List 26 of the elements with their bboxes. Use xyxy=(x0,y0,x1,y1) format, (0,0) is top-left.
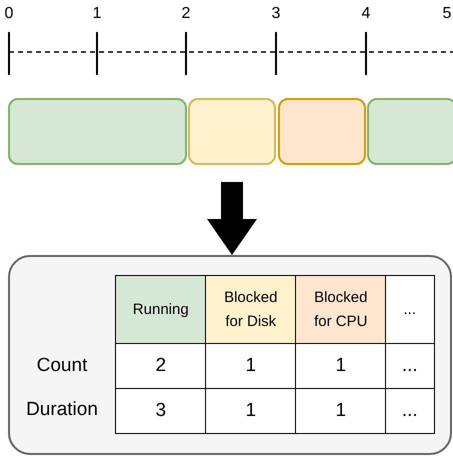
tick-label: 5 xyxy=(442,5,452,23)
state-bar xyxy=(278,98,366,165)
row-header: Count xyxy=(36,354,88,376)
row-header: Duration xyxy=(25,399,99,421)
table-cell: 2 xyxy=(115,343,206,390)
column-header: ... xyxy=(385,275,434,344)
column-header: Blocked for CPU xyxy=(295,275,386,344)
state-bar xyxy=(8,98,187,165)
table-cell: 1 xyxy=(295,343,386,390)
state-bar xyxy=(188,98,276,165)
table-cell: 3 xyxy=(115,388,206,434)
column-header: Blocked for Disk xyxy=(205,275,296,344)
table-cell: ... xyxy=(385,343,434,390)
tick-label: 0 xyxy=(4,5,14,23)
table-cell: 1 xyxy=(205,388,296,434)
summary-panel xyxy=(8,255,452,455)
tick-label: 2 xyxy=(180,5,192,23)
tick-label: 3 xyxy=(270,5,282,23)
table-cell: 1 xyxy=(295,388,386,434)
tick-label: 1 xyxy=(92,5,102,23)
state-bar xyxy=(367,98,453,165)
table-cell: 1 xyxy=(205,343,296,390)
column-header: Running xyxy=(115,275,206,344)
block-arrow xyxy=(207,182,257,255)
tick-label: 4 xyxy=(360,5,372,23)
table-cell: ... xyxy=(385,388,434,434)
